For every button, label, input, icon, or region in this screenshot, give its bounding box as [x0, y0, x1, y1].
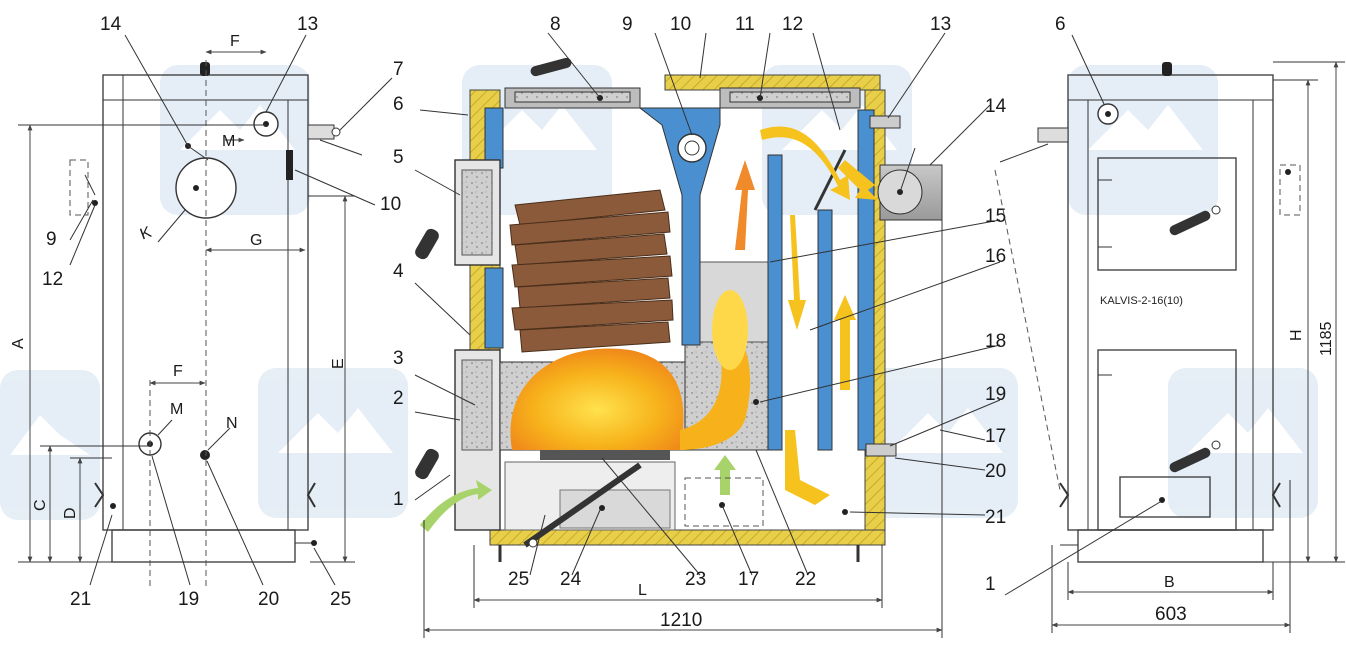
dim-f-top: F [230, 33, 240, 50]
dim-g: G [250, 232, 262, 249]
dim-1185: 1185 [1318, 321, 1335, 356]
dim-a: A [10, 338, 27, 349]
watermark-layer [0, 65, 1318, 520]
dim-c: C [32, 499, 49, 511]
water-funnel [638, 107, 721, 346]
label-15: 15 [985, 206, 1006, 227]
lid-handle [530, 57, 572, 77]
dim-1210: 1210 [660, 610, 702, 631]
top-knob [200, 62, 210, 76]
label-1-right: 1 [985, 574, 996, 595]
label-19-right: 19 [985, 384, 1006, 405]
arrow-warm-4 [785, 430, 830, 505]
dim-603: 603 [1155, 604, 1187, 625]
label-23: 23 [685, 569, 706, 590]
fire [510, 348, 684, 450]
front-upper-door [1097, 157, 1237, 271]
label-19: 19 [178, 589, 199, 610]
label-12: 12 [42, 269, 63, 290]
watermark-tile [1168, 368, 1318, 518]
label-25-left: 25 [330, 589, 351, 610]
watermark-tile [258, 368, 408, 518]
label-17-right: 17 [985, 426, 1006, 447]
side-pipe-7 [307, 124, 335, 140]
dim-d: D [62, 507, 79, 519]
label-22: 22 [795, 569, 816, 590]
arrow-air-1 [420, 480, 492, 532]
left-base [111, 529, 296, 563]
dim-e: E [330, 358, 347, 369]
dim-n: N [226, 415, 238, 432]
label-18: 18 [985, 331, 1006, 352]
arrow-warm-1 [760, 126, 850, 200]
label-24: 24 [560, 569, 582, 590]
arrow-air-2 [714, 455, 736, 495]
arrow-warm-3 [834, 295, 856, 390]
label-8: 8 [550, 14, 561, 35]
flue-k-circle [175, 157, 237, 219]
label-21-right: 21 [985, 507, 1006, 528]
arrow-warm-2 [788, 215, 806, 330]
dim-b: B [1164, 574, 1175, 591]
label-20: 20 [258, 589, 279, 610]
wood-logs [509, 189, 674, 353]
dim-k: K [138, 224, 154, 244]
model-label: KALVIS-2-16(10) [1100, 295, 1183, 307]
label-9-top: 9 [622, 14, 633, 35]
label-16: 16 [985, 246, 1006, 267]
arrow-hot-up [735, 160, 755, 250]
section-view: 6 5 4 3 2 1 8 9 10 11 12 13 14 15 16 18 … [393, 14, 1007, 638]
label-13: 13 [297, 14, 318, 35]
label-10-top: 10 [670, 14, 691, 35]
dim-l: L [638, 582, 647, 599]
label-12-top: 12 [782, 14, 803, 35]
front-lower-door [1097, 349, 1237, 531]
right-front-view: KALVIS-2-16(10) 6 1 [985, 14, 1345, 633]
arrow-warm-5 [838, 160, 878, 200]
label-9: 9 [46, 229, 57, 250]
label-3: 3 [393, 348, 404, 369]
label-21: 21 [70, 589, 91, 610]
label-13-top: 13 [930, 14, 951, 35]
dim-m-low: M [170, 401, 183, 418]
label-14-right: 14 [985, 96, 1007, 117]
watermark-tile [1068, 65, 1218, 215]
label-20-right: 20 [985, 461, 1006, 482]
coil-circle [677, 133, 707, 163]
watermark-tile [868, 368, 1018, 518]
label-7: 7 [393, 59, 404, 80]
label-6-right: 6 [1055, 14, 1066, 35]
label-11: 11 [735, 14, 755, 35]
dim-h: H [1288, 329, 1305, 341]
label-6: 6 [393, 94, 404, 115]
label-4: 4 [393, 261, 404, 282]
dim-f-low: F [173, 363, 183, 380]
label-2: 2 [393, 388, 404, 409]
label-14: 14 [100, 14, 122, 35]
label-25-bottom: 25 [508, 569, 529, 590]
left-side-view: 14 13 7 10 9 12 21 19 20 25 F M K G A E … [10, 14, 404, 610]
label-17-bottom: 17 [738, 569, 759, 590]
label-1-left: 1 [393, 489, 404, 510]
label-5: 5 [393, 147, 404, 168]
label-10: 10 [380, 194, 401, 215]
dim-m-top: M [222, 133, 235, 150]
pipe-20-dot [200, 450, 210, 460]
ash-door [1119, 476, 1211, 518]
